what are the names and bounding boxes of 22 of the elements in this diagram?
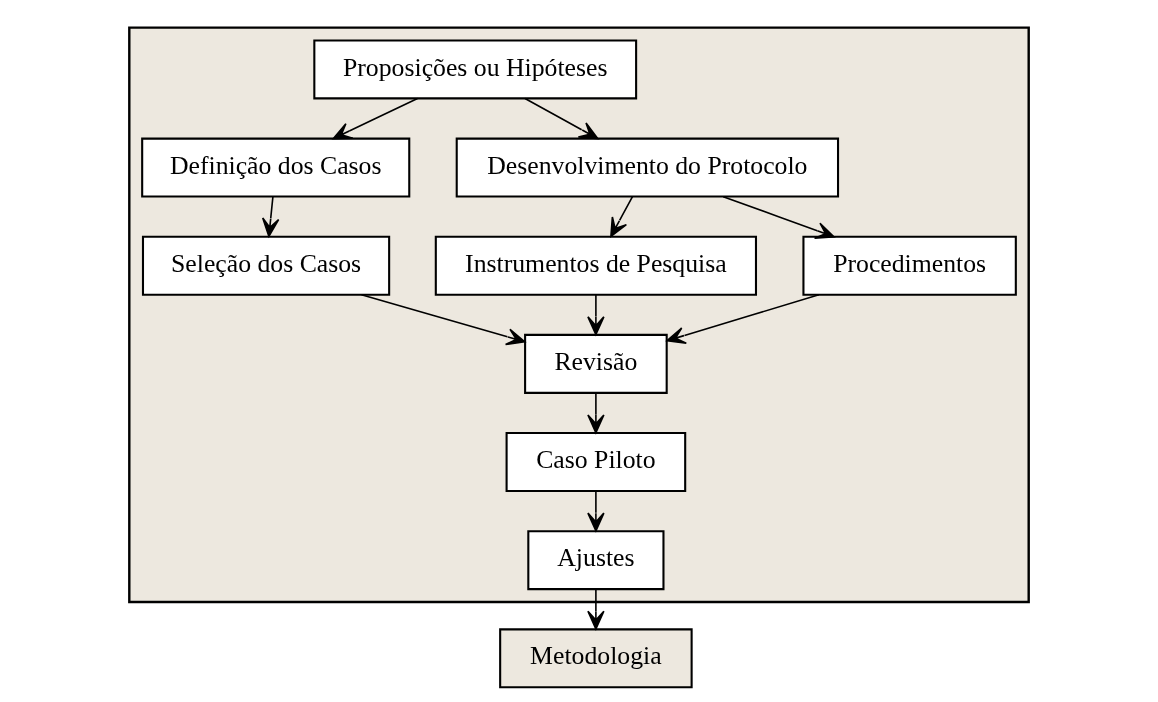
arrow [360, 294, 526, 346]
node-box: Ajustes [527, 530, 665, 591]
node-box: Procedimentos [802, 235, 1017, 296]
arrow [587, 294, 605, 336]
node-box: Desenvolvimento do Protocolo [455, 137, 840, 198]
arrow [587, 490, 605, 532]
node-box: Proposições ou Hipóteses [313, 39, 638, 100]
arrow [666, 294, 820, 345]
cluster [128, 26, 1030, 604]
arrow [524, 97, 599, 140]
node-box: Seleção dos Casos [141, 235, 391, 296]
arrow [587, 588, 605, 630]
arrow [261, 195, 280, 238]
arrow [332, 97, 419, 140]
arrow [587, 392, 605, 434]
node-box: Definição dos Casos [141, 137, 411, 198]
node-box: Caso Piloto [505, 432, 687, 493]
node-box: Revisão [524, 333, 668, 394]
arrow [722, 195, 835, 239]
arrow [610, 195, 634, 238]
node-box: Instrumentos de Pesquisa [434, 235, 758, 296]
node-box: Metodologia [499, 628, 693, 689]
